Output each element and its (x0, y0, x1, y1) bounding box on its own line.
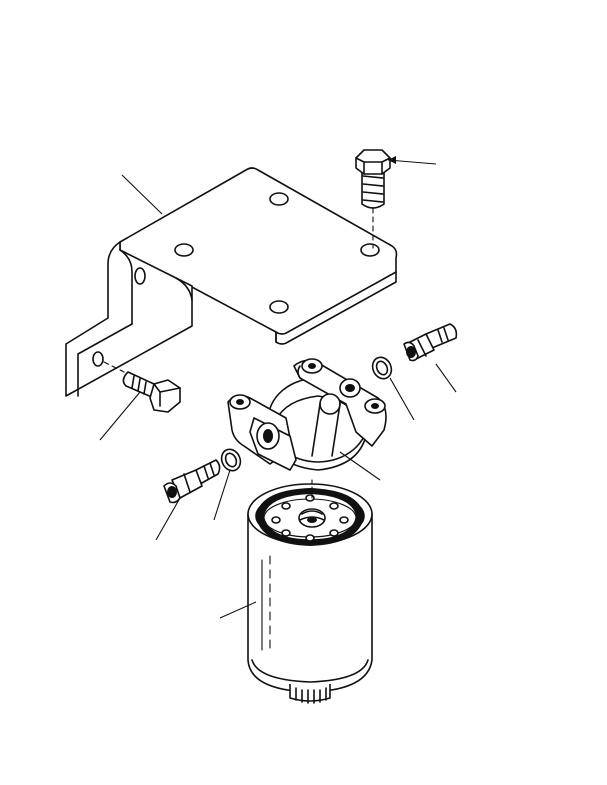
leader-side-bolt (99, 391, 141, 441)
leader-lines (99, 156, 457, 619)
filter-head (227, 358, 387, 471)
fitting-right (403, 323, 458, 362)
leader-o-ring-left (213, 469, 231, 521)
arrow-top-bolt (388, 156, 396, 164)
fitting-left (163, 459, 221, 504)
fuel-filter-cartridge (247, 479, 373, 704)
o-ring-right (371, 356, 393, 380)
hex-bolt-side (122, 371, 181, 413)
leader-cartridge (219, 601, 257, 619)
leader-fitting-right (435, 363, 457, 393)
leader-o-ring-right (389, 377, 415, 421)
leader-bracket (121, 174, 163, 215)
leader-fitting-left (155, 497, 181, 541)
o-ring-left (220, 448, 242, 472)
leader-filter-head (339, 451, 381, 481)
hex-bolt-top (355, 149, 391, 249)
mounting-bracket (65, 167, 398, 397)
